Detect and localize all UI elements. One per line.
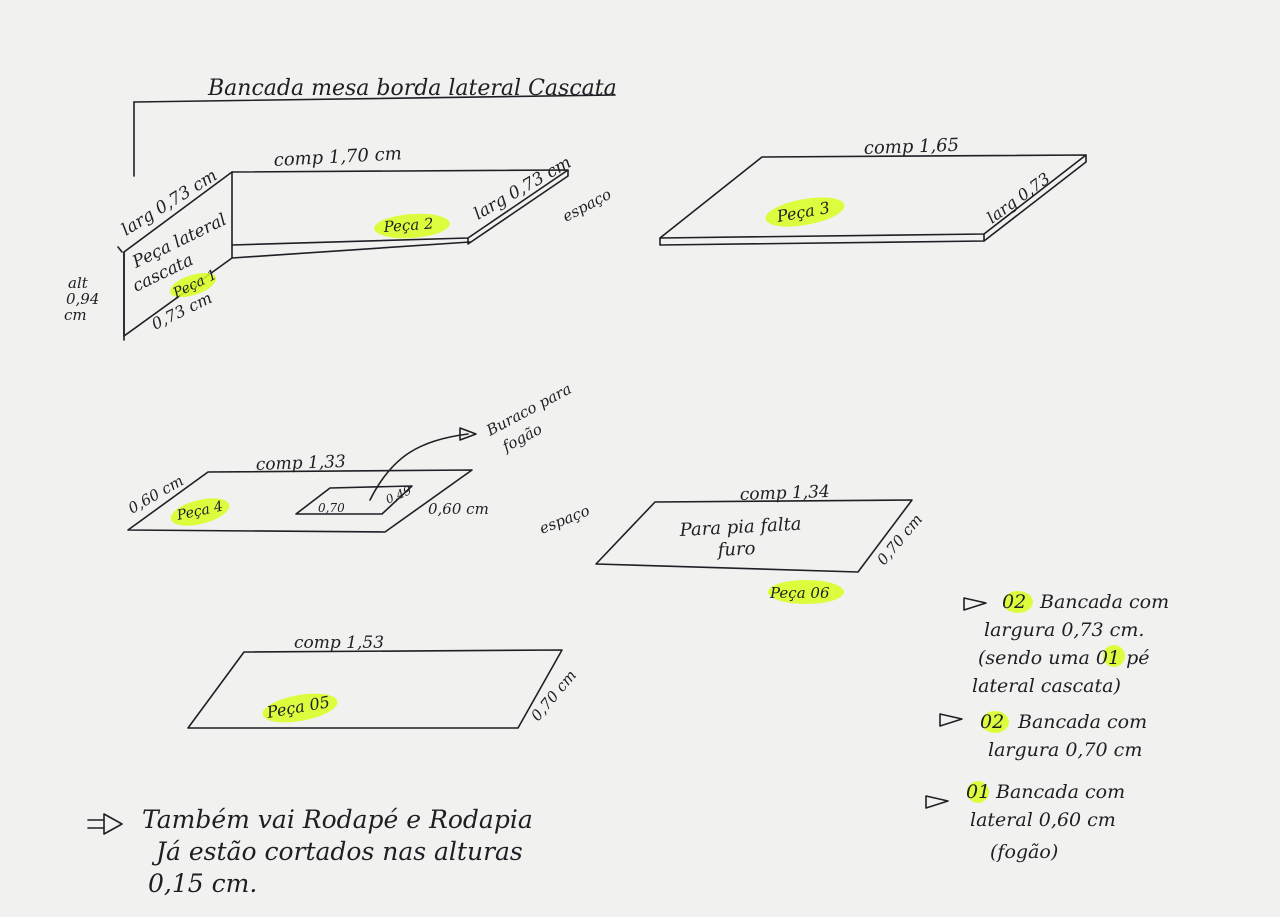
piece-4-hole-width: 0,70 <box>318 501 345 515</box>
piece-2-larg-right: larg 0,73 cm <box>471 153 575 225</box>
piece-2-comp: comp 1,70 cm <box>273 143 402 171</box>
piece-4-depth: 0,60 cm <box>428 500 489 518</box>
piece-2-tag: Peça 2 <box>382 215 434 237</box>
piece-6-note-line2: furo <box>715 538 756 561</box>
title-underline <box>133 94 616 103</box>
piece-1-alt-label: alt <box>68 274 89 292</box>
summary-line-7: Bancada com <box>995 781 1125 803</box>
spacer-label-middle: espaço <box>537 501 592 537</box>
piece-3-comp: comp 1,65 <box>863 135 959 159</box>
summary-line-1: Bancada com <box>1039 591 1169 613</box>
spacer-label-top: espaço <box>559 185 614 226</box>
piece-6-note-line1: Para pia falta <box>678 514 802 541</box>
piece-4-comp: comp 1,33 <box>255 452 346 475</box>
piece-3-highlight <box>765 197 845 227</box>
summary-qty-5: 02 <box>980 711 1004 733</box>
piece-4-hole-leader <box>369 433 469 501</box>
summary-line-5: Bancada com <box>1017 711 1147 733</box>
piece-5-slab <box>187 649 563 729</box>
piece-1-highlight <box>169 272 217 298</box>
footer-note: Também vai Rodapé e Rodapia Já estão cor… <box>87 805 533 898</box>
piece-6-width: 0,70 cm <box>873 510 926 568</box>
summary-qty-1: 02 <box>1002 591 1026 613</box>
summary-line-6: largura 0,70 cm <box>988 739 1142 761</box>
summary-arrow-2 <box>939 713 963 727</box>
summary-arrow-3 <box>925 795 949 809</box>
summary-qty-7: 01 <box>966 781 990 803</box>
piece-4-highlight <box>170 498 230 526</box>
piece-6-slab <box>595 499 913 573</box>
piece-5-comp: comp 1,53 <box>294 633 384 653</box>
footer-line-1: Também vai Rodapé e Rodapia <box>142 805 533 834</box>
summary-line-9: (fogão) <box>990 841 1058 863</box>
summary-arrow-1 <box>963 597 987 611</box>
piece-1-alt-unit: cm <box>64 306 87 324</box>
piece-3-slab <box>659 154 1087 246</box>
piece-5-highlight <box>262 693 338 723</box>
summary-line-2: largura 0,73 cm. <box>984 619 1144 641</box>
footer-arrow-head <box>103 813 123 835</box>
piece-4-slab <box>127 427 477 533</box>
piece-4-stove-hole <box>295 485 413 515</box>
summary-list: 02 Bancada com largura 0,73 cm. (sendo u… <box>925 591 1169 863</box>
summary-line-3: (sendo uma 01 pé <box>978 647 1150 669</box>
footer-line-2: Já estão cortados nas alturas <box>151 837 523 866</box>
footer-line-3: 0,15 cm. <box>148 869 257 898</box>
piece-2-highlight <box>374 213 450 239</box>
piece-1-2-group <box>117 169 569 341</box>
piece-6-tag: Peça 06 <box>769 584 830 602</box>
footer-arrow-shaft <box>87 819 105 829</box>
piece-5-width: 0,70 cm <box>527 666 580 724</box>
summary-line-8: lateral 0,60 cm <box>970 809 1116 831</box>
piece-6-comp: comp 1,34 <box>739 482 830 505</box>
summary-line-4: lateral cascata) <box>972 675 1121 697</box>
piece-3-larg: larg 0,73 <box>983 169 1053 227</box>
drawing-title: Bancada mesa borda lateral Cascata <box>207 76 617 101</box>
piece-2-top-slab <box>231 169 569 246</box>
piece-6-highlight <box>768 580 844 604</box>
piece-1-alt-value: 0,94 <box>66 290 99 308</box>
piece-4-hole-arrow <box>459 427 477 441</box>
